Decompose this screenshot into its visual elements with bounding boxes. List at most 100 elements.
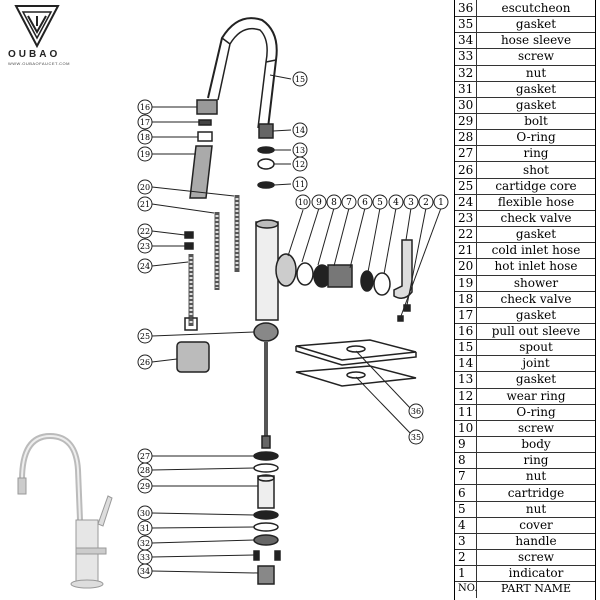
callout-6: 6 bbox=[357, 194, 373, 210]
callout-13: 13 bbox=[292, 142, 308, 158]
svg-text:8: 8 bbox=[331, 198, 337, 208]
svg-text:25: 25 bbox=[140, 332, 150, 341]
assembled-faucet-image bbox=[17, 432, 113, 589]
svg-text:21: 21 bbox=[140, 200, 150, 209]
callout-36: 36 bbox=[408, 403, 424, 419]
svg-text:5: 5 bbox=[377, 198, 383, 208]
callout-20: 20 bbox=[137, 179, 153, 195]
handle-lever-part bbox=[393, 239, 413, 299]
svg-text:13: 13 bbox=[295, 146, 305, 155]
ring-8-part bbox=[275, 253, 297, 287]
svg-text:3: 3 bbox=[408, 198, 414, 208]
header-part-name: PART NAME bbox=[500, 582, 572, 596]
svg-text:18: 18 bbox=[140, 133, 150, 142]
svg-text:29: 29 bbox=[140, 482, 150, 491]
svg-text:1: 1 bbox=[438, 198, 444, 208]
brand-url: WWW.OUBAOFAUCET.COM bbox=[8, 61, 70, 66]
exploded-diagram: 1 2 3 4 5 6 7 8 9 10 11 12 13 14 15 16 1… bbox=[17, 17, 449, 589]
svg-text:31: 31 bbox=[140, 524, 150, 533]
callout-29: 29 bbox=[137, 478, 153, 494]
gasket-13-part bbox=[257, 146, 275, 154]
callout-35: 35 bbox=[408, 429, 424, 445]
callout-27: 27 bbox=[137, 448, 153, 464]
hose-sleeve-34-part bbox=[257, 565, 275, 585]
callout-22: 22 bbox=[137, 223, 153, 239]
callout-18: 18 bbox=[137, 129, 153, 145]
joint-part bbox=[258, 123, 274, 139]
callout-7: 7 bbox=[341, 194, 357, 210]
svg-text:4: 4 bbox=[393, 198, 399, 208]
flexible-hose-end bbox=[184, 317, 198, 331]
svg-text:7: 7 bbox=[346, 198, 352, 208]
o-ring-28-part bbox=[253, 463, 279, 473]
gasket-17-part bbox=[198, 119, 212, 126]
callout-5: 5 bbox=[372, 194, 388, 210]
callout-19: 19 bbox=[137, 146, 153, 162]
screw-33-right bbox=[274, 550, 281, 561]
body-part bbox=[255, 221, 279, 321]
svg-text:27: 27 bbox=[140, 452, 150, 461]
callout-11: 11 bbox=[292, 176, 308, 192]
callout-14: 14 bbox=[292, 122, 308, 138]
callout-10: 10 bbox=[295, 194, 311, 210]
callout-23: 23 bbox=[137, 238, 153, 254]
spout-inner bbox=[217, 27, 268, 129]
cover-4-part bbox=[360, 270, 374, 292]
svg-text:36: 36 bbox=[411, 407, 421, 416]
callout-1: 1 bbox=[433, 194, 449, 210]
callout-24: 24 bbox=[137, 258, 153, 274]
svg-text:20: 20 bbox=[140, 183, 150, 192]
callout-8: 8 bbox=[326, 194, 342, 210]
callout-30: 30 bbox=[137, 505, 153, 521]
callout-31: 31 bbox=[137, 520, 153, 536]
nut-7-part bbox=[296, 262, 314, 286]
svg-text:33: 33 bbox=[140, 553, 150, 562]
svg-text:22: 22 bbox=[140, 227, 150, 236]
svg-text:17: 17 bbox=[140, 118, 150, 127]
pull-out-sleeve-part bbox=[196, 99, 218, 115]
svg-text:11: 11 bbox=[295, 180, 305, 189]
callout-4: 4 bbox=[388, 194, 404, 210]
svg-text:28: 28 bbox=[140, 466, 150, 475]
callout-9: 9 bbox=[311, 194, 327, 210]
brand-name: OUBAO bbox=[8, 49, 61, 60]
callout-33: 33 bbox=[137, 549, 153, 565]
handle-3-part bbox=[373, 272, 391, 296]
gasket-22-part bbox=[184, 231, 194, 239]
callout-26: 26 bbox=[137, 354, 153, 370]
callout-21: 21 bbox=[137, 196, 153, 212]
svg-text:23: 23 bbox=[140, 242, 150, 251]
callouts: 1 2 3 4 5 6 7 8 9 10 11 12 13 14 15 16 1… bbox=[137, 71, 449, 579]
ring-27-part bbox=[253, 451, 279, 461]
svg-text:9: 9 bbox=[316, 198, 322, 208]
callout-17: 17 bbox=[137, 114, 153, 130]
svg-text:24: 24 bbox=[140, 262, 150, 271]
check-valve-23-part bbox=[184, 242, 194, 250]
svg-text:6: 6 bbox=[362, 198, 368, 208]
callout-3: 3 bbox=[403, 194, 419, 210]
nut-32-part bbox=[253, 534, 279, 546]
gasket-plate-35 bbox=[295, 365, 417, 387]
screw-33-left bbox=[253, 550, 260, 561]
